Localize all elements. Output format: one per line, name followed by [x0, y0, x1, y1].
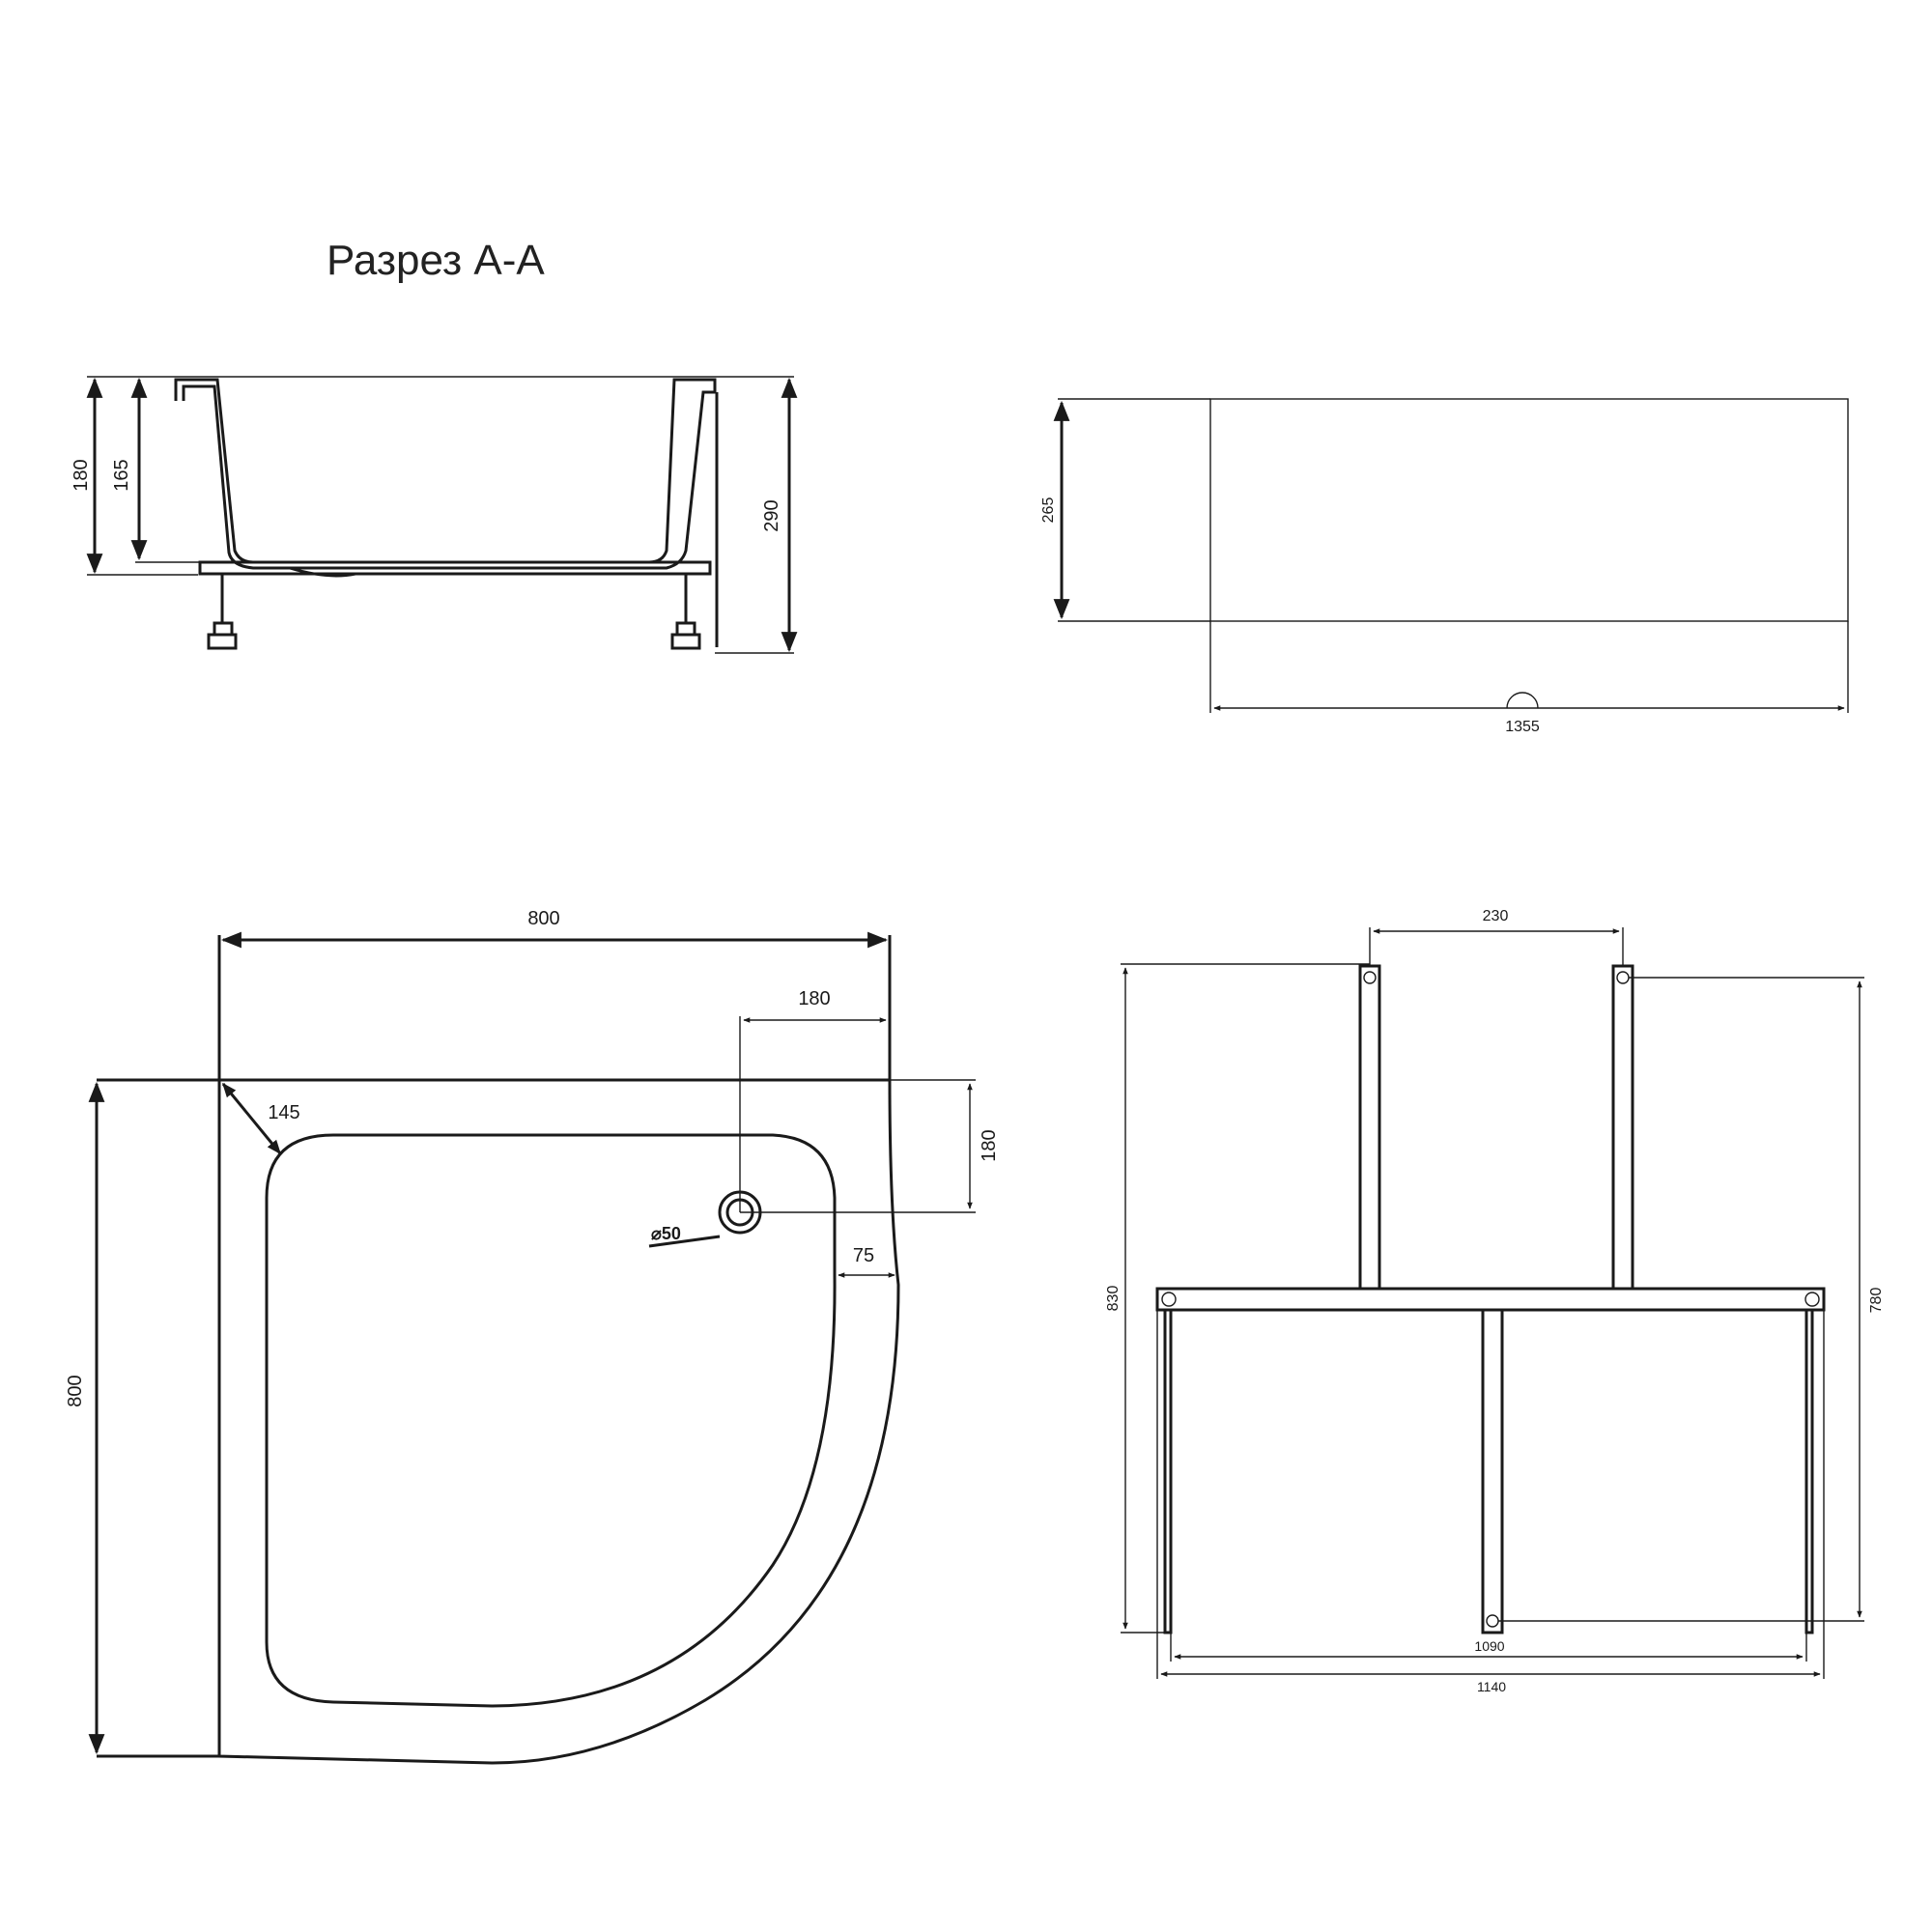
- dim-label-1090: 1090: [1474, 1638, 1504, 1654]
- drain-leader: [648, 1235, 721, 1248]
- dim-label-drain-diameter: ⌀50: [651, 1224, 681, 1243]
- leg-left: [207, 574, 238, 650]
- dim-label-800-depth: 800: [65, 1375, 86, 1406]
- dim-label-290: 290: [761, 499, 782, 531]
- frame-leg-center: [1481, 1308, 1504, 1634]
- frame-rail-right: [1804, 1308, 1814, 1634]
- dim-label-145: 145: [268, 1102, 299, 1123]
- frame-leg-right: [1611, 964, 1634, 1291]
- dim-label-1355: 1355: [1505, 719, 1540, 735]
- dim-label-265: 265: [1040, 497, 1057, 524]
- dim-label-180-drain-y: 180: [979, 1129, 1000, 1161]
- panel-drain-cutout: [1506, 692, 1539, 709]
- leg-right: [670, 574, 701, 650]
- drain-bump: [289, 566, 367, 578]
- base-plate: [198, 560, 712, 576]
- section-view: Разрез А-А 180 165 290: [71, 237, 798, 654]
- front-panel-view: 265 1355: [1040, 398, 1849, 735]
- tray-section-outline: [174, 378, 717, 570]
- frame-rail-left: [1163, 1308, 1173, 1634]
- dim-label-180: 180: [71, 459, 92, 491]
- front-panel-outline: [1209, 398, 1849, 622]
- tray-inner-outline: [265, 1133, 837, 1708]
- dim-line-145: [221, 1082, 282, 1155]
- dim-label-780: 780: [1868, 1288, 1885, 1314]
- dim-label-75: 75: [853, 1245, 874, 1266]
- dim-label-830: 830: [1105, 1286, 1122, 1312]
- frame-view: 230 830 780 1090 1140: [1105, 908, 1885, 1694]
- frame-crossbar: [1155, 1287, 1826, 1312]
- top-view: ⌀50 800 800 180 180 145 75: [65, 908, 1000, 1765]
- section-title: Разрез А-А: [327, 237, 545, 284]
- dim-label-1140: 1140: [1477, 1679, 1506, 1694]
- dim-label-180-drain-x: 180: [798, 988, 830, 1009]
- tray-outer-outline: [217, 1078, 900, 1765]
- dim-label-165: 165: [111, 459, 132, 491]
- frame-leg-left: [1358, 964, 1381, 1291]
- dim-label-800-width: 800: [527, 908, 559, 929]
- dim-label-230: 230: [1483, 908, 1509, 924]
